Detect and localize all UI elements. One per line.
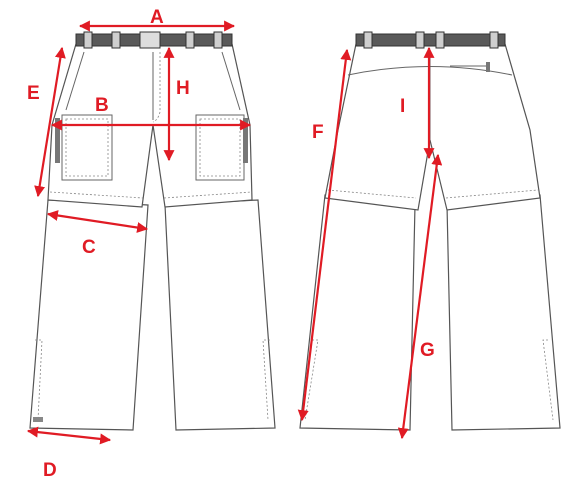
- back-belt: [355, 33, 506, 47]
- label-a: A: [150, 7, 164, 28]
- front-right-leg: [164, 199, 276, 431]
- front-view: [29, 31, 276, 431]
- back-belt-loop: [435, 31, 445, 49]
- measure-line-c: [46, 210, 149, 233]
- back-belt-loop: [415, 31, 425, 49]
- measure-line-d: [26, 426, 112, 445]
- back-belt-loop: [489, 31, 499, 49]
- front-belt-loop: [83, 31, 93, 49]
- label-f: F: [312, 122, 324, 143]
- back-left-leg: [299, 194, 416, 431]
- front-leg-tag: [33, 417, 43, 422]
- front-right-zip: [243, 118, 248, 163]
- measurement-lines: [26, 20, 443, 445]
- label-d: D: [43, 460, 57, 481]
- front-belt-loop: [185, 31, 195, 49]
- front-belt-buckle: [139, 31, 161, 49]
- label-e: E: [27, 83, 40, 104]
- label-c: C: [82, 237, 96, 258]
- label-b: B: [95, 95, 109, 116]
- measure-line-g: [397, 153, 443, 440]
- front-right-pocket: [195, 114, 245, 181]
- back-shorts-body: [324, 43, 541, 211]
- back-belt-loop: [363, 31, 373, 49]
- front-belt-loop: [213, 31, 223, 49]
- front-belt-loop: [111, 31, 121, 49]
- label-i: I: [400, 96, 405, 117]
- front-left-leg: [29, 199, 149, 431]
- back-right-leg: [446, 194, 561, 431]
- measure-line-e: [34, 46, 66, 198]
- measure-line-f: [297, 48, 352, 422]
- label-g: G: [420, 340, 435, 361]
- label-h: H: [176, 78, 190, 99]
